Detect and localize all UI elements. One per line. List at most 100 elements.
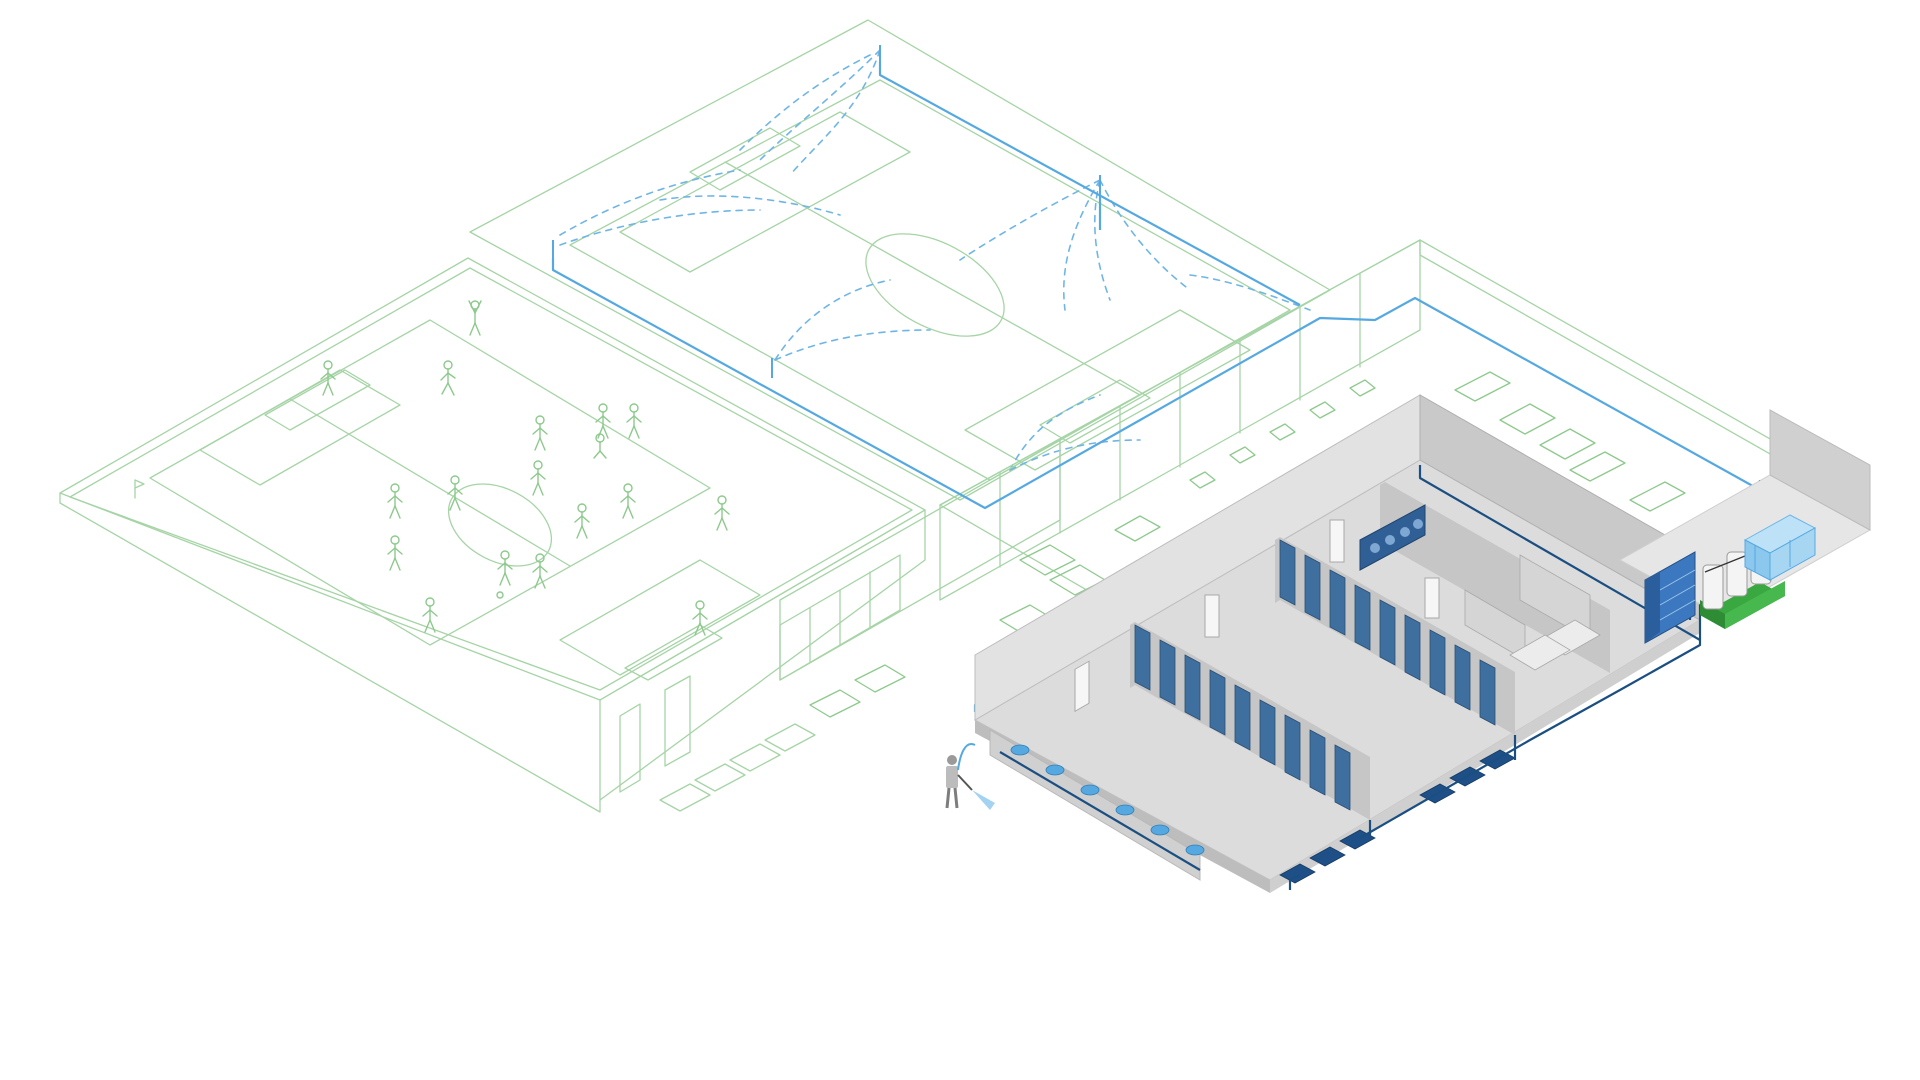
players-group: [320, 300, 730, 636]
toilet-fixture: [1150, 824, 1170, 836]
shower-stall-door: [1454, 644, 1471, 711]
outdoor-pitch-goal-box-a: [689, 127, 801, 191]
player-figure: [692, 600, 708, 636]
left-pitch-goal-box-a: [264, 369, 371, 431]
left-pitch-center-circle: [447, 483, 553, 567]
spray-arc: [739, 54, 871, 151]
bench: [1454, 371, 1511, 402]
exercise-bike: [1269, 423, 1296, 441]
shower-stall-door: [1309, 729, 1326, 796]
washer-drum: [1385, 535, 1395, 545]
gym-equipment: [809, 371, 1686, 718]
locker-bench: [1509, 634, 1571, 671]
spray-arc: [774, 329, 931, 361]
worker-leg: [953, 787, 959, 809]
washer-drum: [1400, 527, 1410, 537]
worker-leg: [945, 787, 951, 809]
irrigation-spray-pattern: [559, 49, 1311, 471]
door: [1204, 594, 1220, 638]
door: [1074, 660, 1090, 713]
filtration-rack: [1644, 551, 1696, 644]
spray-arc: [759, 49, 881, 161]
player-figure: [714, 495, 730, 531]
left-pitch-boundary: [149, 319, 711, 646]
floor-mat: [1499, 403, 1556, 435]
outdoor-pitch-center-circle: [865, 233, 1005, 337]
hose-line: [957, 743, 976, 771]
player-figure: [422, 597, 438, 633]
player-figure: [497, 550, 513, 586]
shower-stall-door: [1159, 639, 1176, 706]
exercise-bike: [1189, 471, 1216, 489]
water-treatment-plant: [1618, 409, 1872, 644]
washing-machines: [1359, 504, 1426, 571]
football: [496, 591, 504, 599]
spray-arc: [789, 49, 881, 176]
left-hall-window-panels: [619, 554, 901, 793]
spray-arc: [1099, 179, 1191, 291]
shower-stall-door: [1404, 614, 1421, 681]
worker-body: [946, 766, 958, 788]
shower-stall-door: [1259, 699, 1276, 766]
player-figure: [387, 483, 403, 519]
outdoor-pitch-halfway-line: [724, 161, 1141, 396]
treadmill: [1019, 544, 1076, 576]
left-hall-floor-inner: [69, 267, 913, 691]
outdoor-pitch-penalty-box-b: [964, 309, 1251, 471]
player-figure: [593, 433, 607, 459]
player-figure: [468, 300, 482, 336]
outdoor-pitch-boundary: [569, 79, 1291, 481]
spray-arc: [659, 195, 841, 216]
spray-arc: [1062, 179, 1101, 311]
left-hall-floor-outline: [59, 257, 926, 701]
spray-arc: [559, 169, 741, 236]
bench: [1629, 481, 1686, 512]
player-figure: [532, 553, 548, 589]
bench: [1569, 451, 1626, 482]
toilet-fixture: [1010, 744, 1030, 756]
pipe-run-north: [878, 62, 1301, 306]
spray-arc: [1009, 394, 1101, 471]
washer-drum: [1413, 519, 1423, 529]
spray-arc: [1009, 439, 1141, 471]
left-hall-front-wall: [599, 509, 926, 801]
shower-stall-door: [1429, 629, 1446, 696]
washer-drum: [1370, 543, 1380, 553]
left-pitch-goal-box-b: [624, 624, 723, 681]
plant-room-wall: [1769, 409, 1871, 531]
shower-stall-door: [1329, 569, 1346, 636]
player-figure: [532, 415, 548, 451]
shower-stall-door: [1279, 539, 1296, 606]
exercise-bike: [1349, 379, 1376, 397]
shower-stall-door: [1184, 654, 1201, 721]
spray-arc: [1189, 274, 1311, 311]
tank: [1726, 551, 1748, 597]
tank: [1702, 564, 1724, 610]
shower-stall-door: [1209, 669, 1226, 736]
toilet-fixture: [1185, 844, 1205, 856]
cubicle-fixtures: [1010, 744, 1205, 856]
player-figure: [574, 503, 590, 539]
tank-base-side: [1725, 581, 1785, 629]
player-figure: [595, 403, 611, 439]
corner-flag-icon: [134, 479, 145, 499]
toilet-fixture: [1115, 804, 1135, 816]
locker-block-side-edge: [1270, 620, 1700, 893]
partition-wall: [1380, 482, 1610, 673]
shower-stall-door: [1479, 659, 1496, 726]
player-figure: [620, 483, 636, 519]
outdoor-pitch-penalty-box-a: [619, 111, 911, 273]
shower-stall-door: [1284, 714, 1301, 781]
shower-stalls-row-a: [1134, 624, 1351, 811]
rowing-machine: [854, 664, 906, 693]
door: [1424, 577, 1440, 619]
spray-arc: [774, 279, 891, 361]
left-pitch-penalty-box-b: [559, 559, 761, 676]
left-hall-floor-mats: [659, 723, 816, 812]
floor-mat: [1114, 515, 1161, 542]
toilet-fixture: [1080, 784, 1100, 796]
booster-pump-module: [1743, 514, 1817, 581]
spray-arc: [959, 179, 1101, 261]
spray-arc: [559, 209, 761, 246]
shower-stall-door: [1134, 624, 1151, 691]
